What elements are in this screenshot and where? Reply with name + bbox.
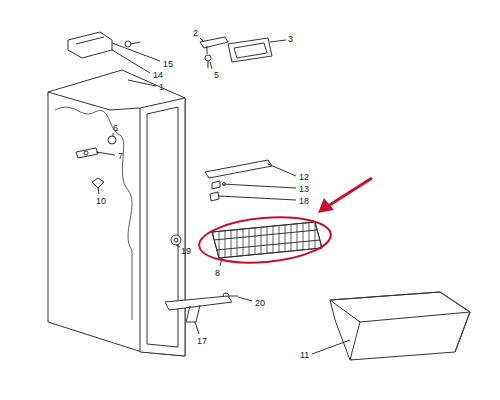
callout-number: 12 [299, 172, 309, 182]
callout-number: 6 [113, 123, 118, 133]
callout-number: 15 [163, 59, 173, 69]
callout-number: 14 [153, 70, 163, 80]
callout-number: 18 [299, 196, 309, 206]
callout-number: 5 [214, 70, 219, 80]
callout-number: 1 [159, 82, 164, 92]
callout-number: 17 [197, 336, 207, 346]
callout-number: 8 [215, 268, 220, 278]
callout-number: 11 [300, 350, 309, 360]
callout-number: 13 [299, 184, 309, 194]
callout-number: 19 [181, 246, 191, 256]
callout-number: 20 [255, 298, 265, 308]
callout-number: 10 [96, 196, 106, 206]
callout-number: 2 [193, 28, 198, 38]
callout-number: 7 [118, 151, 123, 161]
callout-number: 3 [288, 34, 293, 44]
